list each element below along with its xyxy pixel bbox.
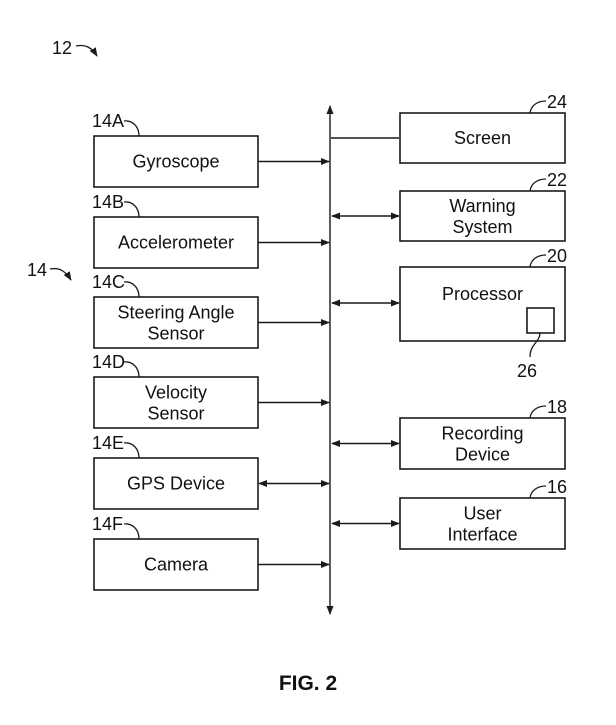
sensor-box-steering-angle-sensor [93, 296, 259, 349]
sensor-ref-leader [123, 361, 140, 378]
sensor-ref-label: 14C [92, 272, 125, 292]
sensor-label: GPS Device [127, 474, 225, 494]
component-box-user-interface [399, 497, 566, 550]
sensor-gps-device: GPS Device 14E [92, 433, 330, 510]
component-ref-label: 24 [547, 92, 567, 112]
component-ref-label: 22 [547, 170, 567, 190]
sensor-ref-leader [123, 201, 140, 218]
component-ref-leader [529, 485, 547, 499]
sensor-label: Velocity [145, 383, 207, 403]
component-ref-leader [529, 254, 547, 268]
sensor-ref-leader [123, 120, 140, 137]
component-ref-label: 18 [547, 397, 567, 417]
component-box-recording-device [399, 417, 566, 470]
sensor-label: Steering Angle [117, 303, 234, 323]
sensor-ref-label: 14A [92, 111, 124, 131]
component-label: User [463, 504, 501, 524]
system-ref-label: 12 [52, 38, 72, 58]
sensor-label: Sensor [147, 324, 204, 344]
sensor-group: Gyroscope 14A Accelerometer 14B Steering Ang… [92, 111, 330, 591]
sub-ref-label: 26 [517, 361, 537, 381]
sensor-group-ref-leader [49, 267, 72, 281]
sensor-group-ref-label: 14 [27, 260, 47, 280]
component-ref-label: 16 [547, 477, 567, 497]
sensor-box-velocity-sensor [93, 376, 259, 429]
component-ref-leader [529, 405, 547, 419]
sensor-ref-leader [123, 281, 140, 298]
system-ref-leader [75, 44, 98, 57]
sensor-label: Accelerometer [118, 233, 234, 253]
sensor-camera: Camera 14F [92, 514, 330, 591]
sensor-ref-leader [123, 523, 140, 540]
component-label: Device [455, 445, 510, 465]
sub-ref-leader [529, 332, 541, 358]
component-label: Screen [454, 128, 511, 148]
sensor-ref-label: 14F [92, 514, 123, 534]
sensor-ref-label: 14E [92, 433, 124, 453]
sensor-box-gps-device [93, 457, 259, 510]
sensor-label: Gyroscope [132, 152, 219, 172]
component-label: Recording [441, 424, 523, 444]
component-ref-leader [529, 100, 547, 114]
sensor-label: Camera [144, 555, 209, 575]
component-label: Interface [447, 525, 517, 545]
component-label: System [452, 217, 512, 237]
sensor-accelerometer: Accelerometer 14B [92, 192, 330, 269]
component-box-warning-system [399, 190, 566, 242]
processor-memory-box [526, 307, 555, 334]
sensor-gyroscope: Gyroscope 14A [92, 111, 330, 188]
sensor-ref-label: 14B [92, 192, 124, 212]
sensor-box-camera [93, 538, 259, 591]
sensor-ref-leader [123, 442, 140, 459]
sensor-ref-label: 14D [92, 352, 125, 372]
component-screen: Screen 24 [331, 92, 567, 164]
component-ref-leader [529, 178, 547, 192]
component-label: Processor [442, 284, 523, 304]
component-ref-label: 20 [547, 246, 567, 266]
figure-caption: FIG. 2 [279, 672, 337, 695]
sensor-box-accelerometer [93, 216, 259, 269]
sensor-label: Sensor [147, 404, 204, 424]
component-label: Warning [449, 196, 515, 216]
component-processor: Processor 26 20 [331, 246, 567, 381]
component-box-screen [399, 112, 566, 164]
